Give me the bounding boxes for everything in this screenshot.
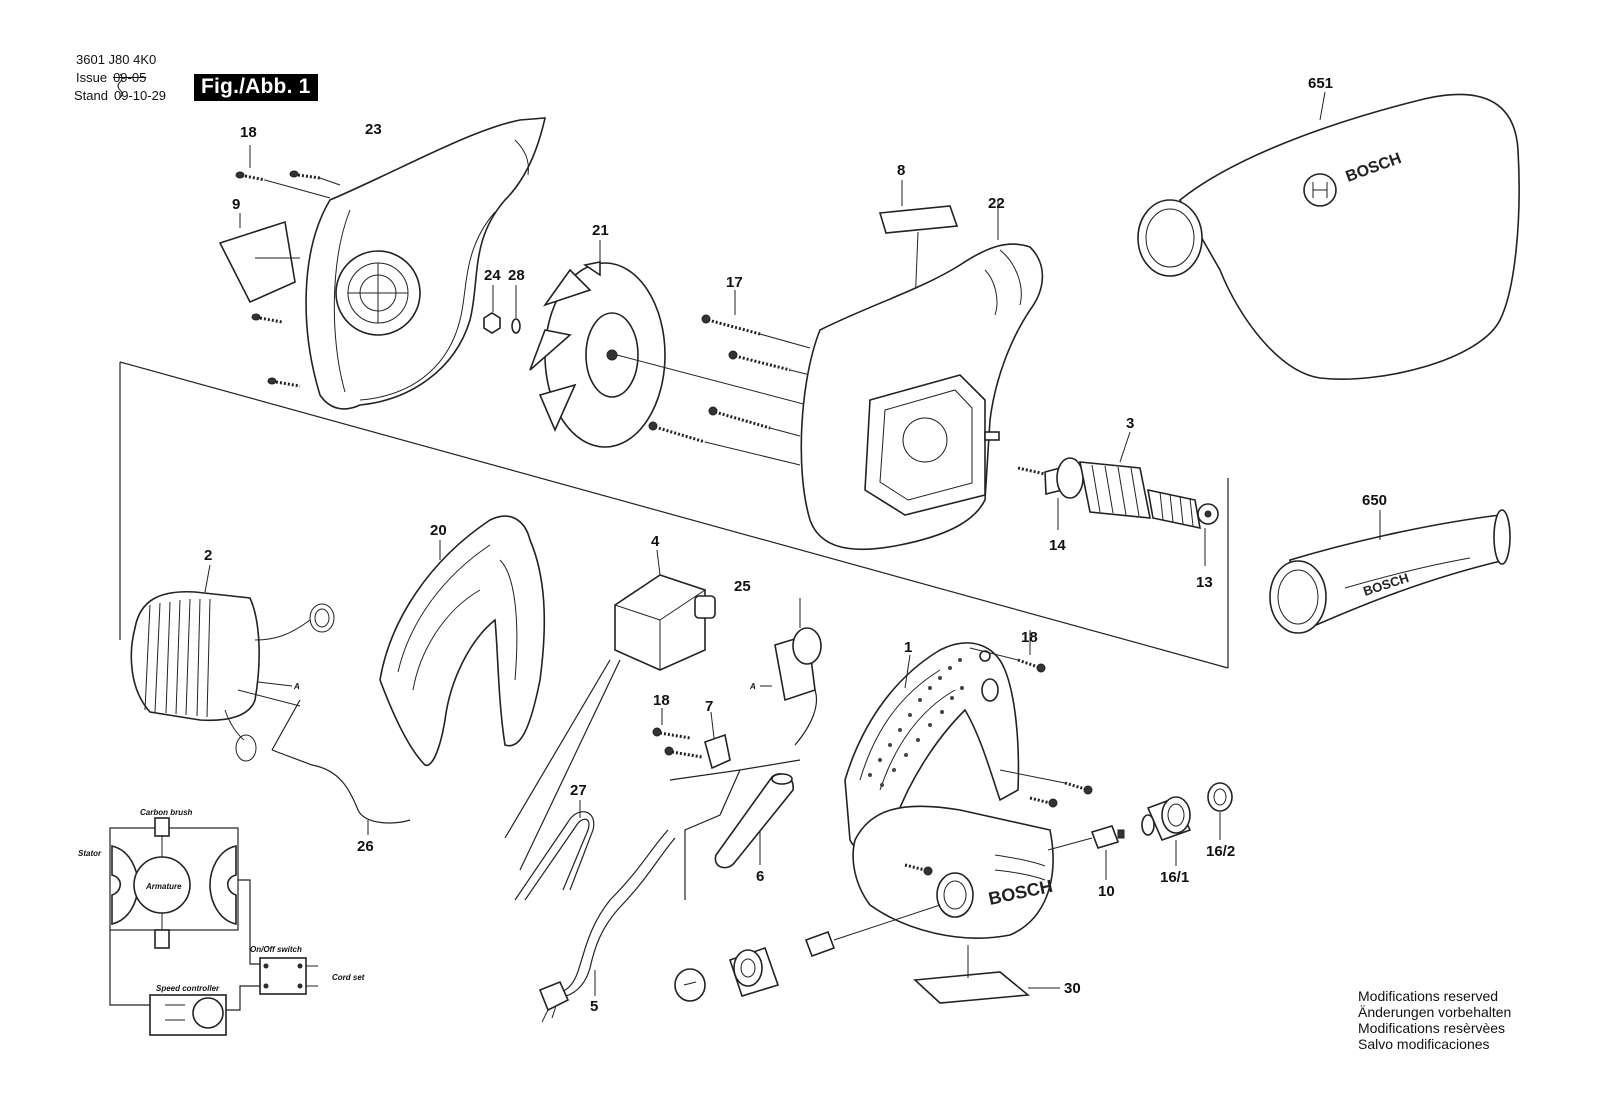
callout-17: 17 [726,274,743,291]
label-speed-controller: Speed controller [156,984,220,993]
speed-control-25: A [749,598,822,746]
callout-22: 22 [988,195,1005,212]
label-armature: Armature [145,882,182,891]
notice-line-de: Änderungen vorbehalten [1358,1004,1512,1020]
handle-screws-18 [904,630,1093,876]
leader-9 [239,213,300,259]
stator-2: A [130,564,335,762]
callout-14: 14 [1049,537,1066,554]
stand-label: Stand [74,88,108,103]
handle-housing-1: BOSCH [844,642,1054,939]
callout-18-right: 18 [1021,629,1038,646]
callout-1: 1 [904,639,912,656]
stator-pole-right [209,845,237,925]
fan-impeller-21 [529,240,911,448]
callout-16-2: 16/2 [1206,843,1235,860]
callout-8: 8 [897,162,905,179]
notice-line-en: Modifications reserved [1358,988,1499,1004]
brush-top [154,817,170,837]
bottom-socket-assembly [674,904,941,1002]
cord-clamp-7 [704,711,731,770]
callout-18-top: 18 [240,124,257,141]
cord-outline [669,759,801,900]
callout-13: 13 [1196,574,1213,591]
notice-line-es: Salvo modificaciones [1358,1036,1490,1052]
callout-18-center: 18 [653,692,670,709]
cord-guard-10 [1047,825,1125,880]
cap-16-2 [1207,782,1233,840]
callout-23: 23 [365,121,382,138]
label-cord-set: Cord set [332,973,365,982]
callout-25: 25 [734,578,751,595]
schematic-frame [109,827,239,931]
header-bracket [117,73,123,99]
issue-row: Issue 09-05 [76,70,146,85]
callout-30: 30 [1064,980,1081,997]
callout-10: 10 [1098,883,1115,900]
dust-bag-651: BOSCH [1137,91,1520,380]
assembly-outline [119,361,1229,669]
callout-labels: 651 18 23 9 8 22 21 24 28 17 3 14 13 650… [204,75,1387,1015]
switch-symbol [259,957,307,995]
callout-20: 20 [430,522,447,539]
callout-651: 651 [1308,75,1333,92]
clamp-screws-18 [652,708,703,759]
stator-pole-left [111,845,139,925]
document-number: 3601 J80 4K0 [76,52,157,67]
wire-bracket-27 [514,811,595,901]
callout-27: 27 [570,782,587,799]
stand-row: Stand 09-10-29 [74,88,166,103]
label-30 [913,971,1031,1004]
callout-9: 9 [232,196,240,213]
callout-650: 650 [1362,492,1387,509]
motor-housing-22 [800,200,1044,551]
nozzle-tube-650: BOSCH [1269,509,1511,634]
stator-terminal-a: A [293,682,300,691]
long-screws-17 [648,290,811,466]
housing-screws-18 [235,145,341,388]
notice-line-fr: Modifications resèrvèes [1358,1020,1506,1036]
modifications-notice: Modifications reserved Änderungen vorbeh… [1358,988,1511,1052]
grip-dot-pattern [868,658,964,787]
callout-5: 5 [590,998,598,1015]
socket-16-1 [1141,796,1192,866]
label-stator: Stator [78,849,102,858]
callout-16-1: 16/1 [1160,869,1189,886]
wiring-schematic: Carbon brush Stator Armature On/Off swit… [78,808,365,1036]
switch-4 [504,549,716,871]
callout-3: 3 [1126,415,1134,432]
cord-protector-6 [714,773,794,869]
callout-6: 6 [756,868,764,885]
issue-label: Issue [76,70,108,85]
label-sheet-9 [218,220,296,304]
fan-housing-23 [305,117,547,410]
wire-link-26 [271,699,411,824]
mains-cord-5 [538,829,676,1023]
figure-label: Fig./Abb. 1 [194,74,318,101]
label-8 [878,205,959,234]
label-on-off-switch: On/Off switch [250,945,302,954]
callout-4: 4 [651,533,660,550]
label-carbon-brush: Carbon brush [140,808,193,817]
control-terminal-a: A [749,682,756,691]
callout-7: 7 [705,698,713,715]
nut-washer-24-28 [483,285,521,334]
callout-21: 21 [592,222,609,239]
armature-3 [1017,431,1219,566]
callout-28: 28 [508,267,525,284]
issue-value: 09-05 [113,70,147,85]
callout-24: 24 [484,267,501,284]
callout-2: 2 [204,547,212,564]
callout-26: 26 [357,838,374,855]
stand-value: 09-10-29 [113,88,167,103]
brush-bottom [154,929,170,949]
handle-shell-20 [379,515,546,766]
